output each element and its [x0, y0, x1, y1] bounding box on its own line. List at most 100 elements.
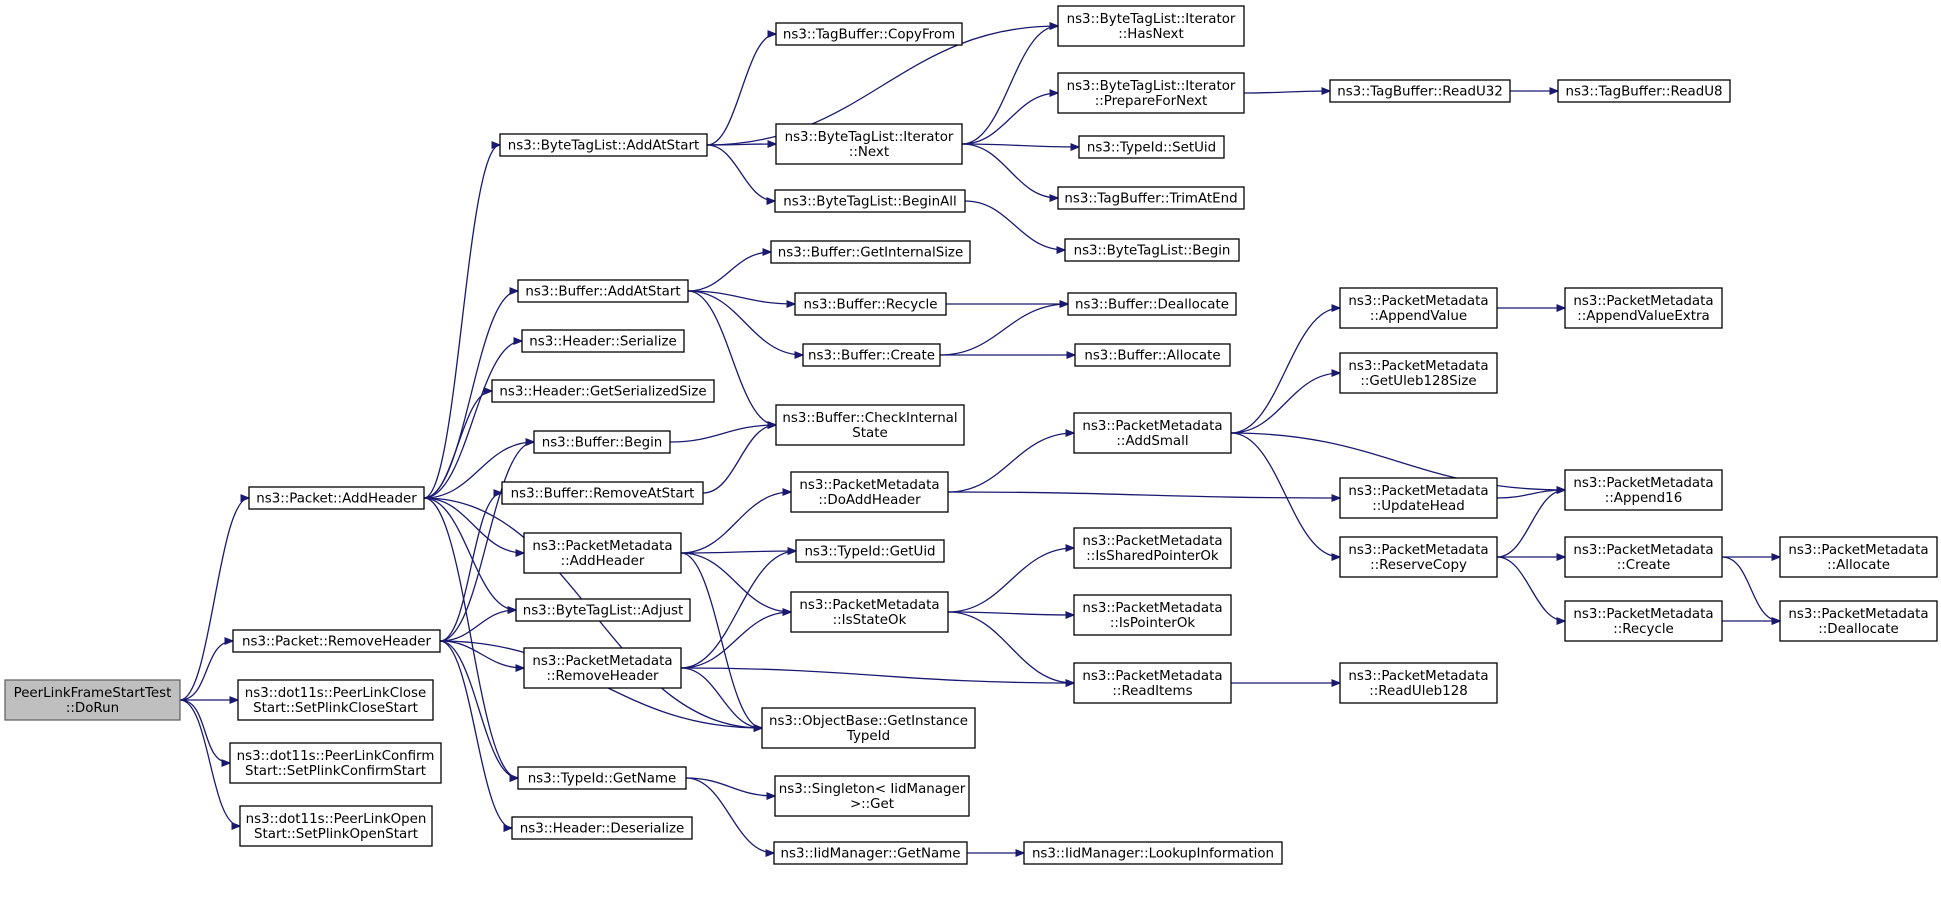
node-iid-lookup[interactable]: ns3::IidManager::LookupInformation	[1023, 841, 1283, 865]
node-btl-it-next[interactable]: ns3::ByteTagList::Iterator::Next	[775, 123, 963, 165]
node-buf-create[interactable]: ns3::Buffer::Create	[802, 343, 941, 367]
node-box[interactable]	[794, 292, 947, 316]
node-pm-getuleb[interactable]: ns3::PacketMetadata::GetUleb128Size	[1339, 352, 1498, 394]
node-box[interactable]	[523, 647, 682, 689]
node-root[interactable]: PeerLinkFrameStartTest::DoRun	[4, 679, 181, 721]
node-tb-readu8[interactable]: ns3::TagBuffer::ReadU8	[1557, 79, 1731, 103]
node-box[interactable]	[511, 816, 693, 840]
node-box[interactable]	[1564, 469, 1723, 511]
node-box[interactable]	[523, 532, 682, 574]
node-box[interactable]	[1339, 536, 1498, 578]
node-pm-append16[interactable]: ns3::PacketMetadata::Append16	[1564, 469, 1723, 511]
node-box[interactable]	[790, 591, 949, 633]
node-box[interactable]	[775, 404, 965, 446]
node-box[interactable]	[773, 841, 968, 865]
node-box[interactable]	[790, 471, 949, 513]
node-box[interactable]	[1073, 412, 1232, 454]
node-box[interactable]	[517, 766, 687, 790]
node-pm-readuleb[interactable]: ns3::PacketMetadata::ReadUleb128	[1339, 662, 1498, 704]
node-pm-isstateok[interactable]: ns3::PacketMetadata::IsStateOk	[790, 591, 949, 633]
node-box[interactable]	[499, 133, 708, 157]
node-pm-removeheader[interactable]: ns3::PacketMetadata::RemoveHeader	[523, 647, 682, 689]
node-box[interactable]	[1564, 287, 1723, 329]
node-box[interactable]	[1339, 477, 1498, 519]
node-btl-adjust[interactable]: ns3::ByteTagList::Adjust	[515, 598, 691, 622]
node-packet-addheader[interactable]: ns3::Packet::AddHeader	[248, 486, 425, 510]
node-box[interactable]	[1779, 600, 1938, 642]
node-hdr-deserialize[interactable]: ns3::Header::Deserialize	[511, 816, 693, 840]
node-box[interactable]	[775, 22, 963, 46]
node-box[interactable]	[1057, 72, 1245, 114]
node-box[interactable]	[1057, 5, 1245, 47]
node-box[interactable]	[239, 805, 433, 847]
node-pm-doaddheader[interactable]: ns3::PacketMetadata::DoAddHeader	[790, 471, 949, 513]
node-btl-begin[interactable]: ns3::ByteTagList::Begin	[1064, 238, 1240, 262]
node-pm-addsmall[interactable]: ns3::PacketMetadata::AddSmall	[1073, 412, 1232, 454]
node-singleton-get[interactable]: ns3::Singleton< IidManager>::Get	[774, 775, 970, 817]
node-box[interactable]	[802, 343, 941, 367]
node-buf-removeatstart[interactable]: ns3::Buffer::RemoveAtStart	[501, 481, 704, 505]
node-pm-allocate[interactable]: ns3::PacketMetadata::Allocate	[1779, 536, 1938, 578]
node-box[interactable]	[1073, 527, 1232, 569]
node-box[interactable]	[521, 329, 685, 353]
node-box[interactable]	[1564, 600, 1723, 642]
node-box[interactable]	[4, 679, 181, 721]
node-tb-trimatend[interactable]: ns3::TagBuffer::TrimAtEnd	[1057, 186, 1245, 210]
node-box[interactable]	[515, 598, 691, 622]
node-hdr-getsersize[interactable]: ns3::Header::GetSerializedSize	[491, 379, 715, 403]
node-box[interactable]	[1074, 343, 1231, 367]
node-pm-readitems[interactable]: ns3::PacketMetadata::ReadItems	[1073, 662, 1232, 704]
node-buf-addatstart[interactable]: ns3::Buffer::AddAtStart	[517, 279, 689, 303]
node-box[interactable]	[1023, 841, 1283, 865]
node-box[interactable]	[232, 629, 441, 653]
node-hdr-serialize[interactable]: ns3::Header::Serialize	[521, 329, 685, 353]
node-box[interactable]	[1057, 186, 1245, 210]
node-box[interactable]	[517, 279, 689, 303]
node-box[interactable]	[237, 679, 434, 721]
node-box[interactable]	[533, 430, 671, 454]
node-pm-recycle[interactable]: ns3::PacketMetadata::Recycle	[1564, 600, 1723, 642]
node-pm-reservecopy[interactable]: ns3::PacketMetadata::ReserveCopy	[1339, 536, 1498, 578]
node-packet-removeheader[interactable]: ns3::Packet::RemoveHeader	[232, 629, 441, 653]
node-plinkclose[interactable]: ns3::dot11s::PeerLinkCloseStart::SetPlin…	[237, 679, 434, 721]
node-box[interactable]	[1073, 662, 1232, 704]
node-buf-begin[interactable]: ns3::Buffer::Begin	[533, 430, 671, 454]
node-btl-it-prepare[interactable]: ns3::ByteTagList::Iterator::PrepareForNe…	[1057, 72, 1245, 114]
node-pm-create[interactable]: ns3::PacketMetadata::Create	[1564, 536, 1723, 578]
node-pm-addheader[interactable]: ns3::PacketMetadata::AddHeader	[523, 532, 682, 574]
node-buf-recycle[interactable]: ns3::Buffer::Recycle	[794, 292, 947, 316]
node-btl-beginall[interactable]: ns3::ByteTagList::BeginAll	[774, 189, 966, 213]
node-box[interactable]	[248, 486, 425, 510]
node-pm-appendvalue[interactable]: ns3::PacketMetadata::AppendValue	[1339, 287, 1498, 329]
node-plinkconfirm[interactable]: ns3::dot11s::PeerLinkConfirmStart::SetPl…	[229, 742, 442, 784]
node-box[interactable]	[775, 123, 963, 165]
node-pm-appendvalueextra[interactable]: ns3::PacketMetadata::AppendValueExtra	[1564, 287, 1723, 329]
node-box[interactable]	[1067, 292, 1237, 316]
node-pm-updatehead[interactable]: ns3::PacketMetadata::UpdateHead	[1339, 477, 1498, 519]
node-box[interactable]	[795, 539, 945, 563]
node-pm-deallocate[interactable]: ns3::PacketMetadata::Deallocate	[1779, 600, 1938, 642]
node-box[interactable]	[491, 379, 715, 403]
node-box[interactable]	[1339, 662, 1498, 704]
node-plinkopen[interactable]: ns3::dot11s::PeerLinkOpenStart::SetPlink…	[239, 805, 433, 847]
node-buf-deallocate[interactable]: ns3::Buffer::Deallocate	[1067, 292, 1237, 316]
node-pm-issharedptr[interactable]: ns3::PacketMetadata::IsSharedPointerOk	[1073, 527, 1232, 569]
node-btl-it-hasnext[interactable]: ns3::ByteTagList::Iterator::HasNext	[1057, 5, 1245, 47]
node-tb-readu32[interactable]: ns3::TagBuffer::ReadU32	[1329, 79, 1511, 103]
node-btl-addatstart[interactable]: ns3::ByteTagList::AddAtStart	[499, 133, 708, 157]
node-box[interactable]	[774, 775, 970, 817]
node-box[interactable]	[229, 742, 442, 784]
node-box[interactable]	[1779, 536, 1938, 578]
node-box[interactable]	[1078, 135, 1225, 159]
node-box[interactable]	[774, 189, 966, 213]
node-typeid-getname[interactable]: ns3::TypeId::GetName	[517, 766, 687, 790]
node-box[interactable]	[1339, 287, 1498, 329]
node-buf-allocate[interactable]: ns3::Buffer::Allocate	[1074, 343, 1231, 367]
node-box[interactable]	[501, 481, 704, 505]
node-tb-copyfrom[interactable]: ns3::TagBuffer::CopyFrom	[775, 22, 963, 46]
node-typeid-getuid[interactable]: ns3::TypeId::GetUid	[795, 539, 945, 563]
node-box[interactable]	[1564, 536, 1723, 578]
node-pm-ispointerok[interactable]: ns3::PacketMetadata::IsPointerOk	[1073, 594, 1232, 636]
